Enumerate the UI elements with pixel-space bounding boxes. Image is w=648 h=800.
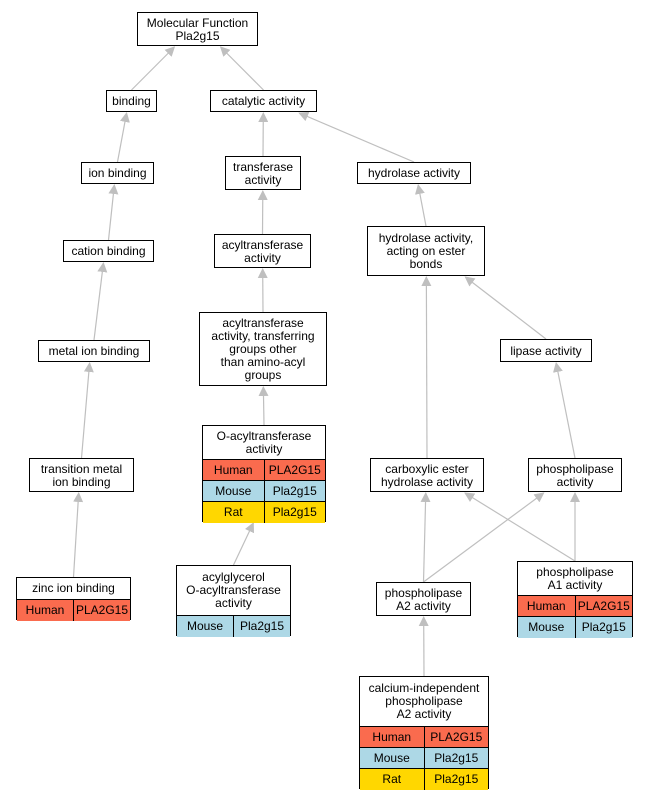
is-a-edge <box>219 46 264 91</box>
is-a-edge <box>298 111 415 163</box>
term-node-ion-binding[interactable]: ion binding <box>81 162 154 184</box>
is-a-edge <box>258 386 269 426</box>
term-label: Molecular Function Pla2g15 <box>146 15 249 43</box>
gene-cell[interactable]: PLA2G15 <box>73 599 130 621</box>
is-a-edge <box>423 492 545 583</box>
term-label: hydrolase activity <box>367 166 461 180</box>
gene-cell[interactable]: PLA2G15 <box>423 726 488 748</box>
gene-cell[interactable]: Pla2g15 <box>423 768 488 790</box>
gene-cell[interactable]: PLA2G15 <box>574 595 632 617</box>
term-node-calcium-independent[interactable]: calcium-independent phospholipase A2 act… <box>359 676 489 790</box>
term-label: acyltransferase activity, transferring g… <box>211 316 315 382</box>
gene-cell[interactable]: Pla2g15 <box>423 747 488 769</box>
term-node-acyltransferase[interactable]: acyltransferase activity <box>214 234 311 268</box>
term-node-cation-binding[interactable]: cation binding <box>63 240 154 262</box>
term-label: transition metal ion binding <box>40 461 123 489</box>
term-node-metal-ion-binding[interactable]: metal ion binding <box>38 340 150 362</box>
is-a-edge <box>464 276 547 340</box>
organism-cell: Rat <box>203 501 264 523</box>
organism-cell: Human <box>518 595 575 617</box>
term-label: O-acyltransferase activity <box>216 428 312 456</box>
is-a-edge <box>80 362 94 459</box>
gene-cell[interactable]: PLA2G15 <box>263 459 325 481</box>
term-node-acyltransferase-other[interactable]: acyltransferase activity, transferring g… <box>199 312 327 386</box>
term-label: lipase activity <box>510 343 582 358</box>
organism-cell: Mouse <box>518 616 575 638</box>
organism-cell: Mouse <box>203 480 264 502</box>
term-label: acyltransferase activity <box>221 237 304 265</box>
gene-cell[interactable]: Pla2g15 <box>263 501 325 523</box>
term-label: binding <box>112 94 151 108</box>
is-a-edge <box>72 492 84 578</box>
term-label: cation binding <box>71 244 146 258</box>
gene-cell[interactable]: Pla2g15 <box>574 616 632 638</box>
term-label: phospholipase A1 activity <box>536 564 614 592</box>
term-node-hydrolase[interactable]: hydrolase activity <box>357 162 471 184</box>
term-label: hydrolase activity, acting on ester bond… <box>378 231 474 271</box>
term-node-catalytic[interactable]: catalytic activity <box>210 90 317 112</box>
term-node-transferase[interactable]: transferase activity <box>225 156 301 190</box>
term-node-transition-metal[interactable]: transition metal ion binding <box>29 458 134 492</box>
organism-cell: Mouse <box>360 747 424 769</box>
term-label: catalytic activity <box>221 94 306 108</box>
is-a-edge <box>131 46 176 91</box>
term-label: zinc ion binding <box>32 581 115 595</box>
term-node-binding[interactable]: binding <box>106 90 157 112</box>
organism-cell: Human <box>203 459 264 481</box>
is-a-edge <box>421 276 432 459</box>
term-node-lipase[interactable]: lipase activity <box>500 339 592 362</box>
is-a-edge <box>116 112 130 163</box>
is-a-edge <box>93 262 108 341</box>
is-a-edge <box>552 362 576 459</box>
gene-cell[interactable]: Pla2g15 <box>233 615 290 637</box>
organism-cell: Mouse <box>177 615 234 637</box>
term-node-root[interactable]: Molecular Function Pla2g15 <box>137 12 258 46</box>
organism-cell: Human <box>17 599 74 621</box>
term-label: metal ion binding <box>48 344 140 358</box>
term-node-phospholipase[interactable]: phospholipase activity <box>528 458 622 492</box>
term-label: phospholipase A2 activity <box>384 585 463 613</box>
term-label: ion binding <box>88 166 147 180</box>
edges <box>72 46 580 677</box>
is-a-edge <box>232 522 255 566</box>
gene-cell[interactable]: Pla2g15 <box>263 480 325 502</box>
term-node-phospholipase-a2[interactable]: phospholipase A2 activity <box>376 582 471 616</box>
term-node-carboxylic-ester[interactable]: carboxylic ester hydrolase activity <box>370 458 484 492</box>
term-label: transferase activity <box>232 159 294 187</box>
term-label: phospholipase activity <box>536 461 614 489</box>
is-a-edge <box>464 492 576 562</box>
is-a-edge <box>414 184 427 227</box>
term-label: carboxylic ester hydrolase activity <box>380 461 474 489</box>
is-a-edge <box>107 184 119 241</box>
term-node-hydrolase-ester[interactable]: hydrolase activity, acting on ester bond… <box>367 226 485 276</box>
is-a-edge <box>420 492 431 583</box>
term-label: calcium-independent phospholipase A2 act… <box>368 681 480 721</box>
term-label: acylglycerol O-acyltransferase activity <box>186 570 281 610</box>
organism-cell: Human <box>360 726 424 748</box>
organism-cell: Rat <box>360 768 424 790</box>
